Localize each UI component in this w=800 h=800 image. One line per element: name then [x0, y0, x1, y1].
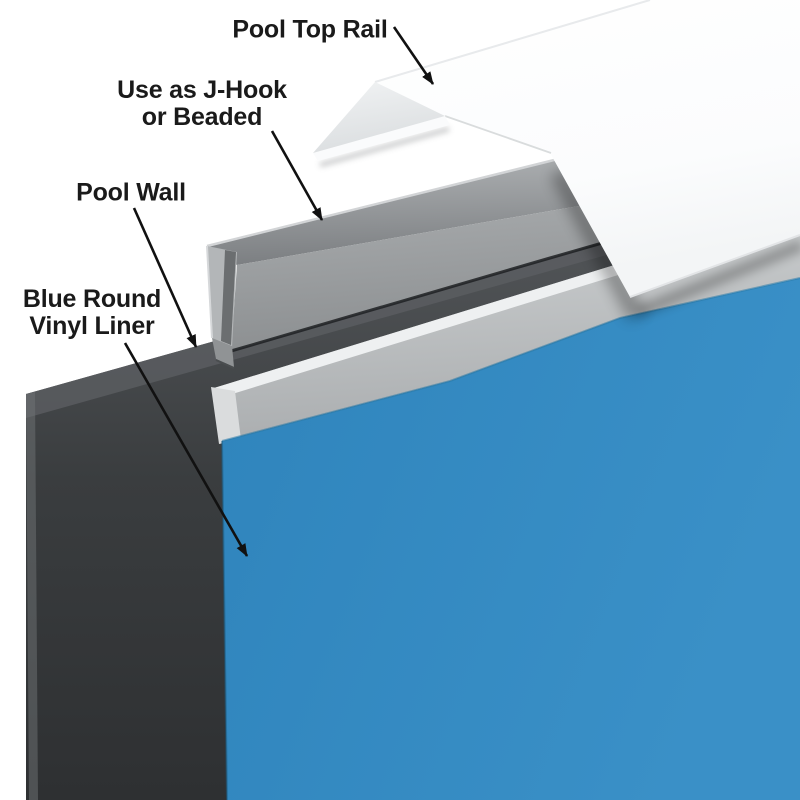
pool-top-rail-left-edge	[444, 115, 552, 154]
vinyl-liner-label-line2: Vinyl Liner	[29, 312, 155, 340]
pool-top-rail-bottom-edge	[629, 234, 800, 298]
jhook-label-line2: or Beaded	[141, 103, 263, 131]
vinyl-liner-label: Blue Round Vinyl Liner	[23, 286, 161, 340]
jhook-receiver-shape	[206, 133, 660, 369]
vinyl-liner-arrow	[123, 342, 249, 557]
jhook-arrow	[270, 130, 324, 221]
pool-wall-left-edge-highlight	[26, 392, 38, 800]
pool-top-rail-end-facet	[313, 82, 445, 153]
pool-top-rail-facet-shadow	[319, 126, 450, 168]
vinyl-liner-left-edge	[221, 440, 228, 800]
pool-top-rail-label: Pool Top Rail	[232, 15, 388, 44]
rail-apron-shadow	[550, 167, 645, 322]
jhook-receiver-lip-shadow	[215, 359, 235, 369]
pool-top-rail-shape	[313, 0, 800, 298]
jhook-receiver-lip	[212, 338, 234, 367]
jhook-receiver-front-face	[231, 192, 660, 351]
jhook-receiver-groove	[221, 250, 236, 345]
jhook-receiver-top-face	[207, 134, 660, 265]
pool-wall-label: Pool Wall	[76, 178, 186, 207]
jhook-label-line1: Use as J-Hook	[117, 76, 287, 104]
vinyl-liner-top-edge	[221, 277, 800, 442]
vinyl-liner-shape	[221, 277, 800, 800]
rail-bottom-shadow	[635, 239, 800, 318]
pool-wall-arrow	[132, 207, 198, 348]
vinyl-liner-label-line1: Blue Round	[22, 285, 162, 313]
pool-top-rail-arrow	[392, 26, 435, 85]
pool-top-rail-body	[313, 0, 800, 297]
pool-top-rail-front-edge-strip	[313, 116, 450, 161]
jhook-label: Use as J-Hook or Beaded	[117, 77, 287, 131]
coping-strip-end-cap	[211, 387, 241, 444]
vinyl-liner-face	[222, 278, 800, 800]
jhook-receiver-cap-edge	[206, 245, 213, 339]
